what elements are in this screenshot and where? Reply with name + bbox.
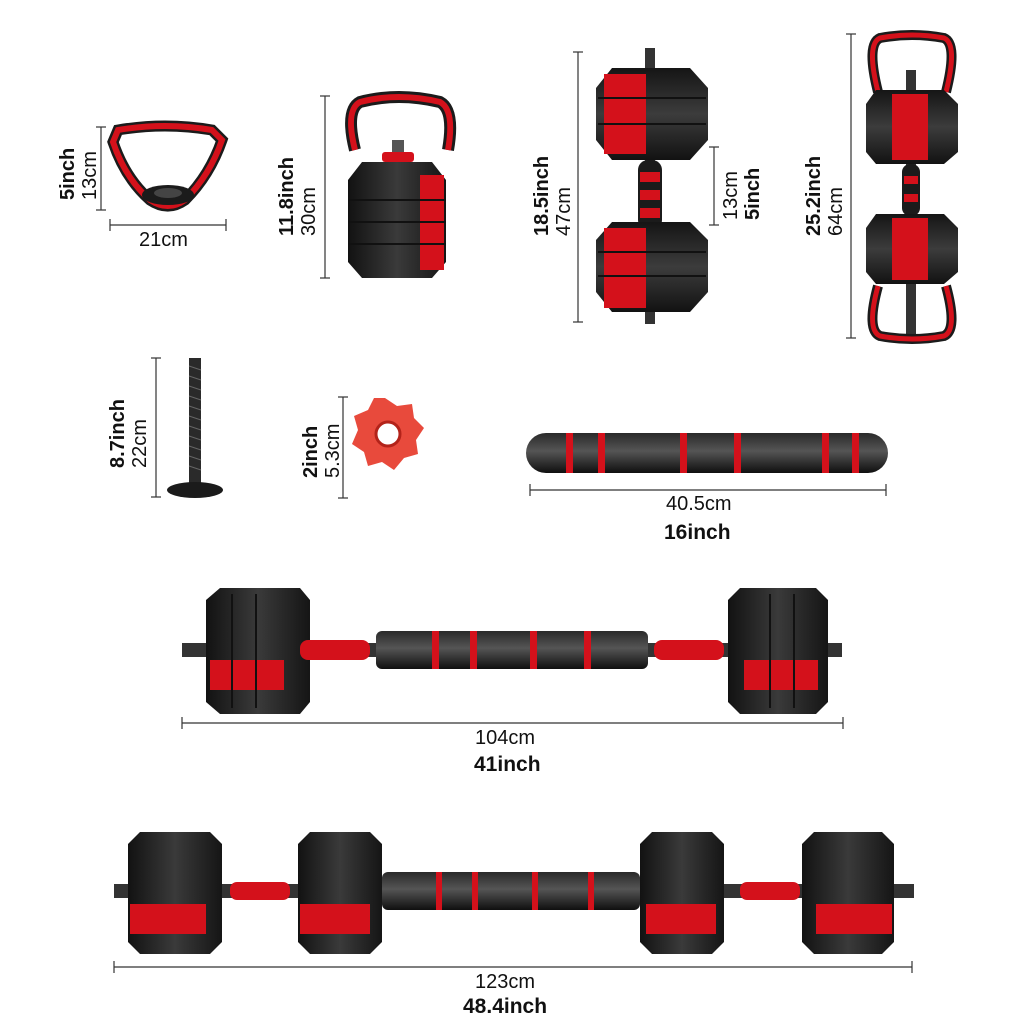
lock-nut-height-label: 2inch 5.3cm (300, 424, 344, 478)
dumbbell-height-label: 18.5inch 47cm (531, 156, 575, 236)
connecting-bar-dimension-line (529, 484, 887, 496)
barbell-length-inch: 41inch (474, 753, 541, 776)
kettlebell-dumbbell-height-label: 25.2inch 64cm (803, 156, 847, 236)
barbell-length-cm: 104cm (475, 727, 536, 749)
dumbbell-image (596, 48, 708, 324)
connecting-bar-length-cm: 40.5cm (666, 493, 732, 515)
kettlebell-height-label: 11.8inch 30cm (276, 157, 320, 236)
dumbbell-dimension-lines (573, 51, 719, 323)
lock-nut-height-cm: 5.3cm (322, 423, 344, 478)
long-barbell-length-inch: 48.4inch (463, 995, 548, 1018)
kettlebell-dumbbell-dimension-line (846, 33, 856, 339)
kettlebell-height-cm: 30cm (298, 187, 320, 236)
handle-image (107, 120, 229, 212)
threaded-rod-height-label: 8.7inch 22cm (107, 399, 151, 468)
threaded-rod-image (167, 358, 223, 498)
handle-width-label: 21cm (139, 229, 188, 251)
barbell-dimension-line (181, 717, 844, 729)
handle-dimension-lines (96, 126, 227, 231)
dumbbell-grip-inch: 5inch (742, 167, 764, 220)
dumbbell-grip-label: 13cm 5inch (720, 168, 764, 220)
dumbbell-height-inch: 18.5inch (531, 155, 553, 236)
long-barbell-image (114, 832, 914, 954)
long-barbell-dimension-line (113, 961, 913, 973)
kettlebell-height-inch: 11.8inch (276, 157, 298, 236)
connecting-bar-length-inch: 16inch (664, 521, 731, 544)
threaded-rod-height-cm: 22cm (129, 419, 151, 468)
dumbbell-grip-cm: 13cm (720, 171, 742, 220)
handle-height-label: 5inch 13cm (57, 148, 101, 200)
lock-nut-height-inch: 2inch (300, 425, 322, 478)
kettlebell-dumbbell-height-cm: 64cm (825, 187, 847, 236)
kettlebell-image (345, 91, 457, 278)
connecting-bar-image (526, 433, 888, 473)
kettlebell-dumbbell-image (866, 30, 958, 344)
kettlebell-dumbbell-height-inch: 25.2inch (803, 155, 825, 236)
handle-height-cm: 13cm (79, 151, 101, 200)
lock-nut-dimension-line (338, 396, 348, 499)
kettlebell-dimension-line (320, 95, 330, 279)
handle-height-inch: 5inch (57, 147, 79, 200)
long-barbell-length-cm: 123cm (475, 971, 536, 993)
dumbbell-height-cm: 47cm (553, 187, 575, 236)
lock-nut-image (352, 398, 424, 470)
threaded-rod-height-inch: 8.7inch (107, 399, 129, 468)
barbell-image (182, 588, 842, 714)
threaded-rod-dimension-line (151, 357, 161, 498)
